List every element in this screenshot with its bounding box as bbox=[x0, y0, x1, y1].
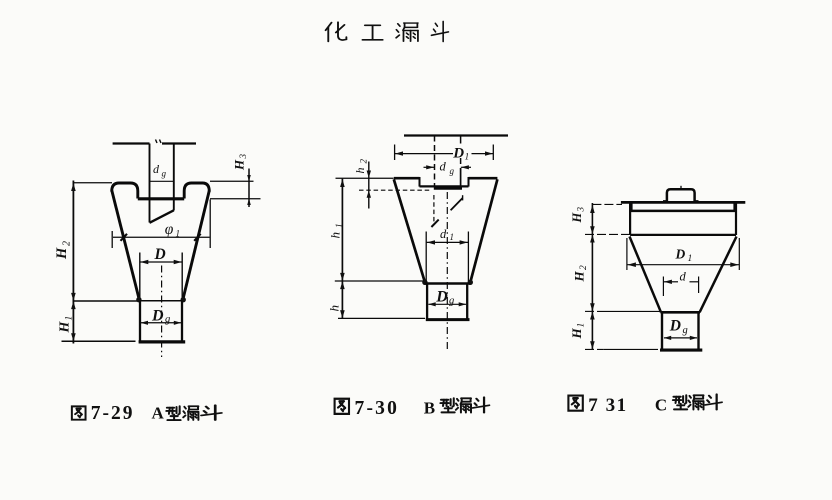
svg-text:d: d bbox=[440, 160, 447, 174]
svg-text:H: H bbox=[54, 247, 70, 260]
svg-text:3: 3 bbox=[238, 154, 248, 160]
svg-text:2: 2 bbox=[579, 265, 589, 270]
svg-text:H: H bbox=[570, 212, 584, 224]
svg-text:φ: φ bbox=[165, 221, 174, 238]
svg-text:1: 1 bbox=[335, 223, 345, 228]
svg-text:d: d bbox=[440, 227, 447, 241]
svg-text:g: g bbox=[162, 169, 167, 179]
svg-text:g: g bbox=[449, 296, 454, 307]
svg-text:g: g bbox=[683, 325, 688, 336]
svg-text:d: d bbox=[153, 162, 160, 176]
svg-text:1: 1 bbox=[465, 153, 470, 163]
svg-text:g: g bbox=[450, 166, 455, 176]
svg-text:H: H bbox=[569, 328, 584, 340]
svg-text:7-30: 7-30 bbox=[355, 398, 400, 419]
svg-text:7: 7 bbox=[588, 395, 598, 416]
svg-text:2: 2 bbox=[359, 159, 369, 164]
svg-text:2: 2 bbox=[62, 241, 73, 246]
svg-text:g: g bbox=[165, 314, 170, 325]
svg-text:H: H bbox=[572, 271, 587, 283]
svg-text:7-29: 7-29 bbox=[91, 403, 135, 424]
svg-text:H: H bbox=[232, 159, 247, 171]
svg-text:D: D bbox=[154, 246, 166, 263]
svg-text:1: 1 bbox=[450, 232, 455, 242]
svg-text:h: h bbox=[327, 305, 342, 312]
svg-text:D: D bbox=[151, 308, 164, 325]
svg-text:C: C bbox=[655, 396, 667, 415]
svg-text:h: h bbox=[328, 232, 343, 239]
svg-text:31: 31 bbox=[606, 395, 628, 416]
svg-text:1: 1 bbox=[688, 254, 693, 264]
svg-text:D: D bbox=[435, 289, 448, 306]
svg-text:D: D bbox=[452, 146, 464, 162]
svg-text:d: d bbox=[680, 270, 687, 284]
svg-text:1: 1 bbox=[65, 316, 75, 321]
svg-text:B: B bbox=[424, 399, 435, 418]
svg-text:D: D bbox=[669, 318, 681, 335]
svg-text:h: h bbox=[353, 168, 367, 174]
svg-text:1: 1 bbox=[577, 323, 587, 328]
svg-text:A: A bbox=[152, 403, 165, 422]
svg-text:H: H bbox=[58, 321, 73, 334]
svg-text:D: D bbox=[675, 247, 686, 262]
svg-text:3: 3 bbox=[576, 207, 586, 213]
svg-text:1: 1 bbox=[176, 229, 181, 239]
